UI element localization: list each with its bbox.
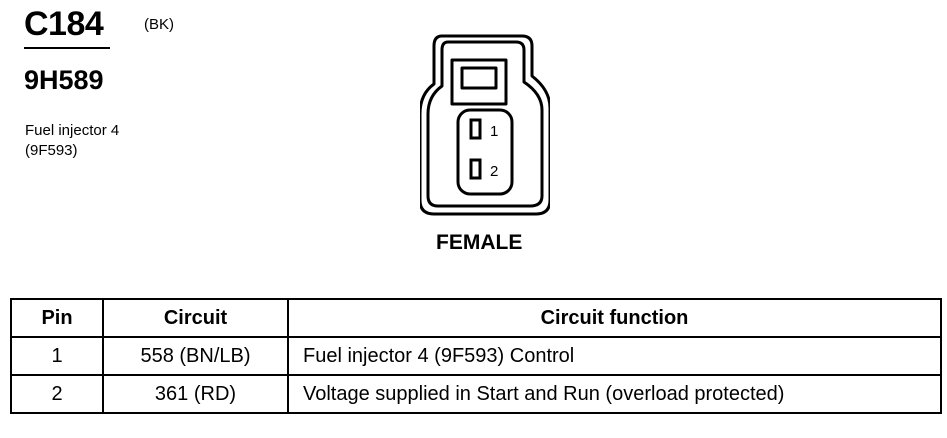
- pin-1-terminal: [469, 118, 482, 140]
- connector-outer-shell: [420, 34, 550, 216]
- header-circuit-function: Circuit function: [287, 298, 942, 338]
- connector-face-diagram: 1 2: [420, 34, 550, 216]
- pin-2-terminal: [469, 158, 482, 180]
- cell-circuit: 361 (RD): [102, 374, 289, 414]
- connector-gender-label: FEMALE: [436, 231, 523, 254]
- pin-circuit-table: Pin Circuit Circuit function 1 558 (BN/L…: [10, 298, 942, 414]
- header-circuit: Circuit: [102, 298, 289, 338]
- pin-cavity-block: [456, 108, 514, 196]
- connector-part-number: 9H589: [24, 65, 104, 95]
- cell-pin: 1: [10, 336, 104, 376]
- table-row: 2 361 (RD) Voltage supplied in Start and…: [10, 374, 942, 414]
- locking-tab: [450, 58, 508, 106]
- cell-circuit-function: Fuel injector 4 (9F593) Control: [287, 336, 942, 376]
- locking-tab-latch: [460, 66, 498, 90]
- connector-color-code: (BK): [144, 16, 174, 33]
- cell-pin: 2: [10, 374, 104, 414]
- connector-id: C184: [24, 5, 104, 43]
- connector-id-underline: [24, 47, 110, 49]
- pin-2-label: 2: [490, 163, 498, 180]
- pin-1-label: 1: [490, 123, 498, 140]
- component-part-number: (9F593): [25, 142, 78, 159]
- connector-inner-shell: [426, 40, 544, 208]
- table-row: 1 558 (BN/LB) Fuel injector 4 (9F593) Co…: [10, 336, 942, 376]
- cell-circuit-function: Voltage supplied in Start and Run (overl…: [287, 374, 942, 414]
- component-description: Fuel injector 4 (9F593): [25, 121, 119, 161]
- cell-circuit: 558 (BN/LB): [102, 336, 289, 376]
- header-pin: Pin: [10, 298, 104, 338]
- table-header-row: Pin Circuit Circuit function: [10, 298, 942, 338]
- component-name: Fuel injector 4: [25, 122, 120, 139]
